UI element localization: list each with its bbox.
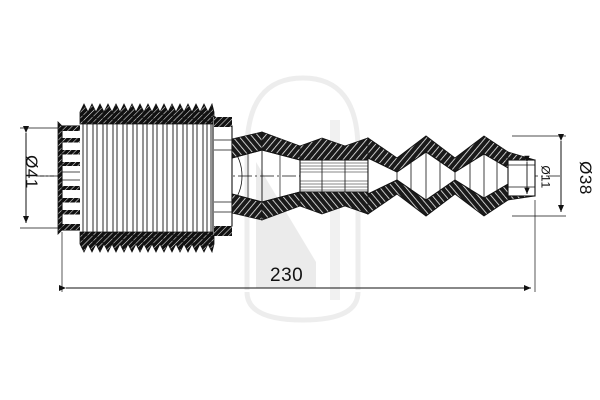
zigzag-bellows xyxy=(367,135,509,217)
dimension-label-diameter-41: Ø41 xyxy=(21,155,41,189)
taper-cone xyxy=(231,131,301,221)
dimension-label-diameter-38: Ø38 xyxy=(575,161,595,195)
left-collar xyxy=(57,121,82,235)
splined-shaft xyxy=(299,137,369,215)
flange-shoulder xyxy=(212,115,243,237)
dimension-diameter-41 xyxy=(20,126,62,229)
dimension-diameter-38 xyxy=(512,134,566,217)
dimension-label-length-230: 230 xyxy=(270,265,304,286)
dimension-diameter-11 xyxy=(505,155,532,197)
dimension-length-230 xyxy=(59,200,536,292)
large-bellows xyxy=(79,102,215,254)
end-cap xyxy=(507,151,536,201)
dimension-label-diameter-11: Ø11 xyxy=(538,165,553,189)
